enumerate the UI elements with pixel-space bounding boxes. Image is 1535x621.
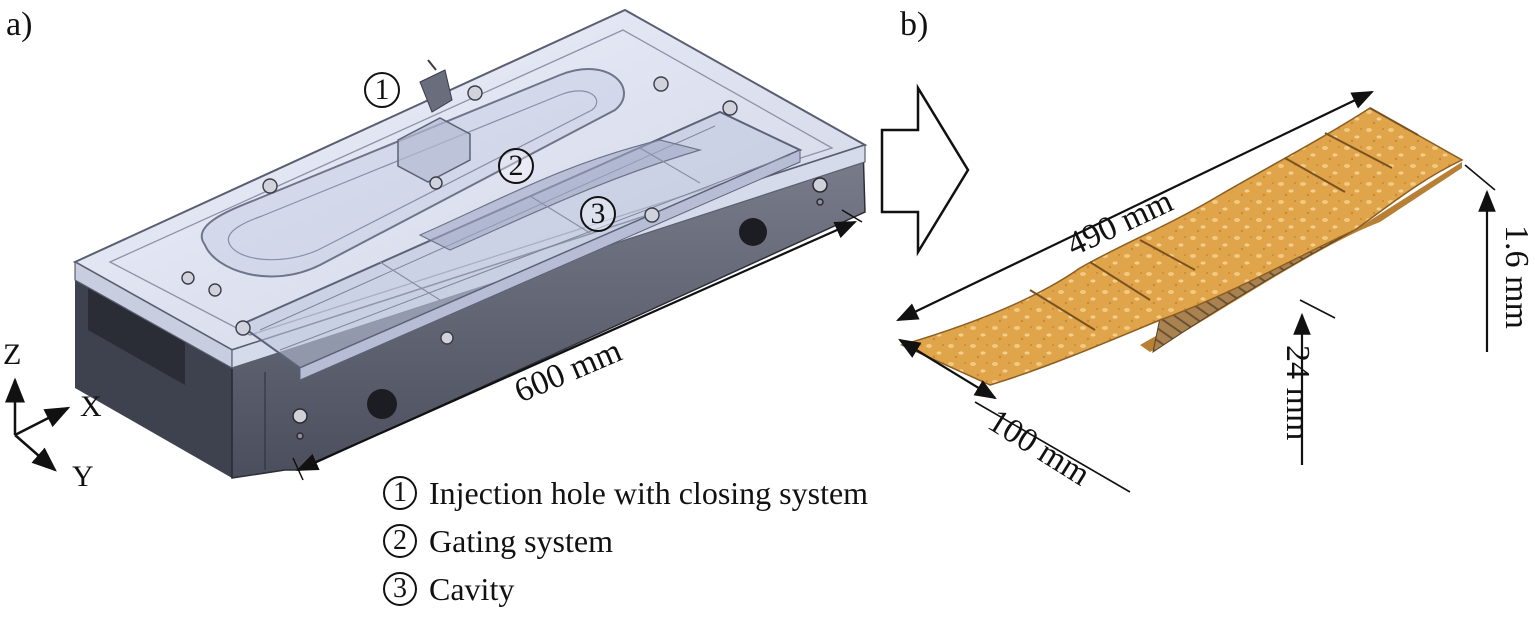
injection-block: [397, 117, 471, 183]
legend-item-1: 1 Injection hole with closing system: [383, 476, 868, 510]
dimension-label-24: 24 mm: [1279, 345, 1316, 441]
dimension-arrow-490: [896, 91, 1374, 321]
injection-nozzle: [419, 69, 453, 113]
legend-number-1: 1: [383, 476, 417, 510]
legend-number-3: 3: [383, 572, 417, 606]
dimension-arrow-100: [898, 338, 997, 400]
callout-1: 1: [364, 72, 400, 108]
axis-label-x: X: [80, 390, 102, 423]
legend-text-1: Injection hole with closing system: [429, 475, 869, 511]
callout-2: 2: [498, 148, 534, 184]
dimension-arrow-600: [295, 220, 858, 472]
y-axis-arrow: [14, 434, 57, 472]
mold-lid-frame: [108, 29, 834, 336]
dimension-label-1-6: 1.6 mm: [1498, 225, 1535, 329]
foam-part: [899, 107, 1464, 386]
mold-assembly: [72, 8, 868, 479]
axis-label-y: Y: [72, 460, 94, 493]
axis-label-z: Z: [3, 338, 22, 371]
legend-item-2: 2 Gating system: [383, 524, 613, 558]
x-axis-arrow: [14, 406, 71, 437]
foam-top-surface: [899, 107, 1464, 386]
panel-label-a: a): [6, 6, 33, 43]
legend-number-2: 2: [383, 524, 417, 558]
legend-text-3: Cavity: [429, 571, 515, 607]
callout-3: 3: [580, 196, 616, 232]
axis-triad: [4, 377, 71, 472]
panel-label-b: b): [900, 6, 929, 43]
legend-text-2: Gating system: [429, 523, 613, 559]
legend-item-3: 3 Cavity: [383, 572, 514, 606]
transition-arrow: [880, 83, 970, 257]
mold-body-notch: [88, 288, 185, 385]
